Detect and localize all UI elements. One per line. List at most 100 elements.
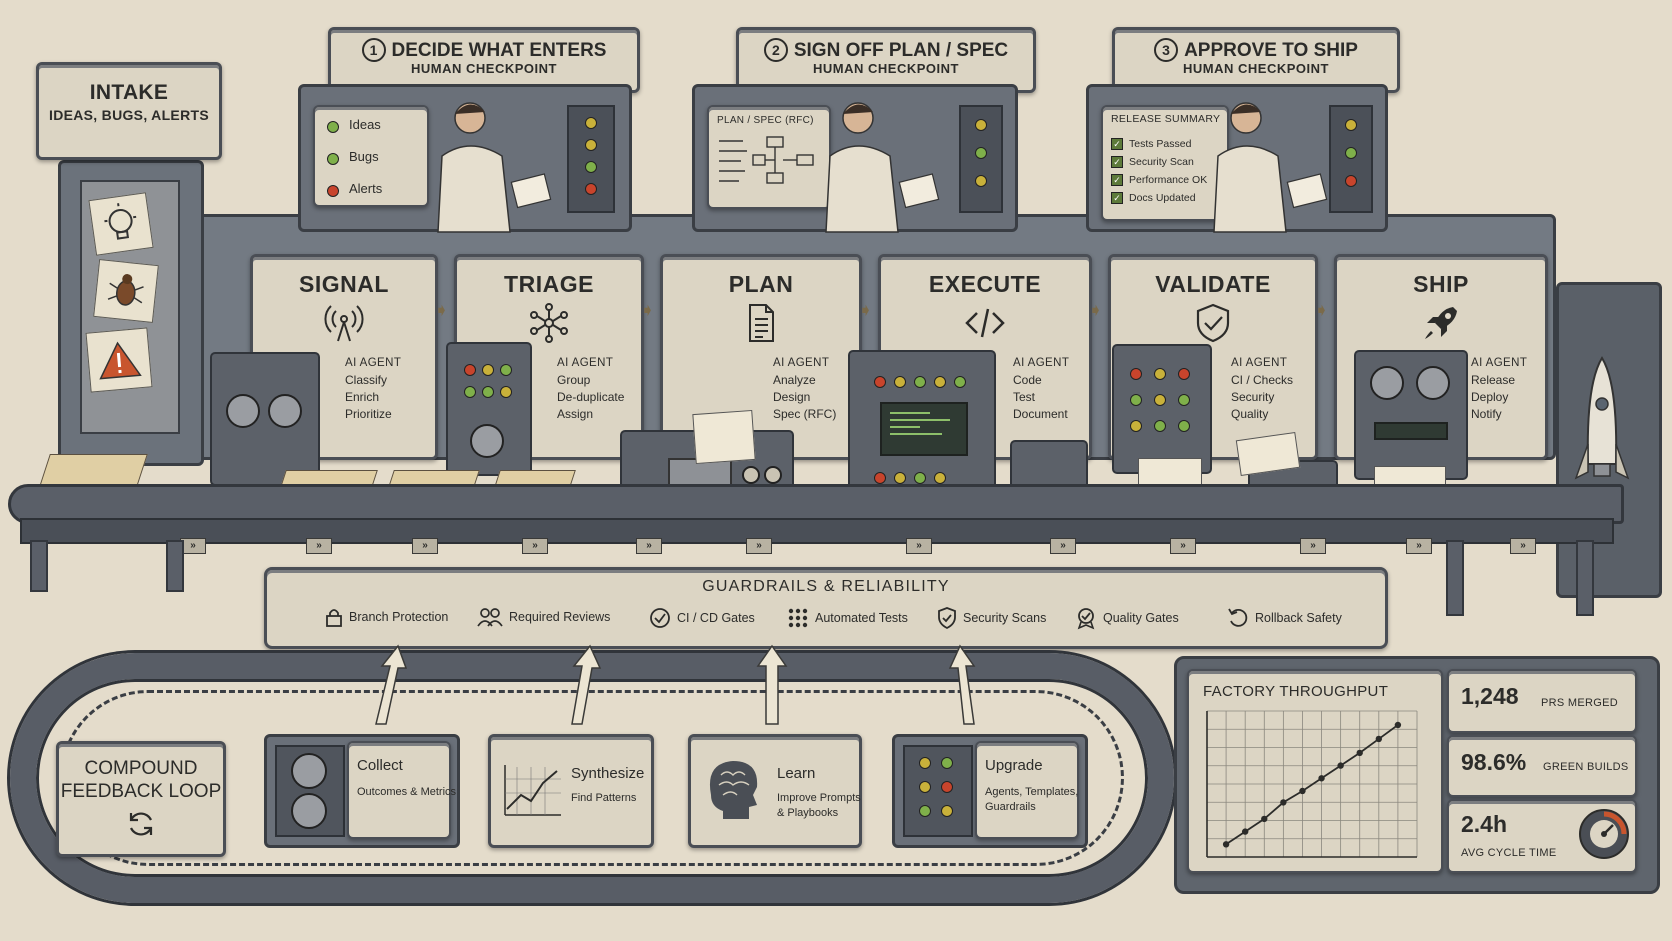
data-point bbox=[1299, 787, 1306, 795]
throughput-board: FACTORY THROUGHPUT 1,248 PRS MERGED 98.6… bbox=[1174, 656, 1660, 894]
release-item: Docs Updated bbox=[1129, 192, 1196, 204]
conveyor-chevron-icon: » bbox=[1300, 538, 1326, 554]
feedback-step-title: Upgrade bbox=[985, 757, 1043, 774]
stage-task: Analyze bbox=[773, 373, 816, 387]
data-point bbox=[1222, 841, 1230, 848]
operator-2 bbox=[825, 102, 940, 233]
stat-green-builds: 98.6% GREEN BUILDS bbox=[1447, 735, 1637, 797]
operator-1 bbox=[437, 102, 552, 233]
stage-agent-label: AI AGENT bbox=[557, 357, 614, 369]
stage-task: Spec (RFC) bbox=[773, 407, 837, 421]
stage-title: SHIP bbox=[1413, 271, 1469, 297]
stage-task: Enrich bbox=[345, 390, 380, 404]
stage-task: De-duplicate bbox=[557, 390, 625, 404]
feedback-step-title: Learn bbox=[777, 765, 816, 782]
operator-3 bbox=[1213, 102, 1328, 233]
conveyor-chevron-icon: » bbox=[1406, 538, 1432, 554]
conveyor-chevron-icon: » bbox=[906, 538, 932, 554]
checkpoint-number: 1 bbox=[361, 38, 386, 62]
flowchart-icon bbox=[719, 136, 814, 184]
checkpoint-title: APPROVE TO SHIP bbox=[1184, 40, 1358, 61]
series-line bbox=[1225, 724, 1399, 846]
warning-icon bbox=[99, 341, 142, 380]
guardrail-rollback-safety: Rollback Safety bbox=[1227, 607, 1342, 629]
conveyor-leg bbox=[166, 540, 184, 592]
feedback-synthesize: Synthesize Find Patterns bbox=[488, 734, 654, 848]
people-icon bbox=[477, 608, 503, 627]
checkpoint-number: 3 bbox=[1154, 38, 1179, 62]
guardrail-label: CI / CD Gates bbox=[677, 611, 755, 625]
stage-task: Notify bbox=[1471, 407, 1502, 421]
guardrail-branch-protection: Branch Protection bbox=[325, 607, 448, 627]
conveyor-leg bbox=[30, 540, 48, 592]
conveyor-chevron-icon: » bbox=[522, 538, 548, 554]
guardrail-label: Automated Tests bbox=[815, 611, 908, 625]
conveyor-base bbox=[20, 518, 1614, 544]
check-icon: ✓ bbox=[1111, 156, 1123, 168]
data-point bbox=[1241, 828, 1249, 835]
bug-icon bbox=[107, 274, 144, 306]
stage-arrow-icon: ➧ bbox=[640, 300, 656, 320]
checkpoint-subtitle: HUMAN CHECKPOINT bbox=[813, 61, 959, 76]
stage-title: SIGNAL bbox=[299, 271, 389, 297]
stat-cycle-time: 2.4h AVG CYCLE TIME bbox=[1447, 799, 1637, 873]
stage-signal: SIGNAL AI AGENT Classify Enrich Prioriti… bbox=[250, 254, 438, 460]
badge-check-icon bbox=[1077, 608, 1095, 630]
stage-title: TRIAGE bbox=[504, 271, 594, 297]
data-point bbox=[1337, 762, 1344, 769]
stage-task: Deploy bbox=[1471, 390, 1509, 404]
stage-title: PLAN bbox=[728, 271, 794, 297]
feedback-up-arrows bbox=[375, 644, 976, 725]
stage-task: CI / Checks bbox=[1231, 373, 1294, 387]
triage-machine bbox=[446, 342, 532, 476]
stage-task: Document bbox=[1013, 407, 1068, 421]
guardrail-security-scans: Security Scans bbox=[937, 607, 1046, 630]
rocket-icon bbox=[1425, 307, 1457, 339]
checkpoint-subtitle: HUMAN CHECKPOINT bbox=[1183, 61, 1329, 76]
checkpoint-subtitle: HUMAN CHECKPOINT bbox=[411, 61, 557, 76]
feedback-step-sub: Find Patterns bbox=[571, 792, 637, 804]
data-point bbox=[1261, 815, 1268, 823]
validate-machine bbox=[1112, 344, 1212, 474]
stage-agent-label: AI AGENT bbox=[1471, 357, 1528, 369]
stat-value: 98.6% bbox=[1461, 749, 1527, 775]
conveyor-chevron-icon: » bbox=[1170, 538, 1196, 554]
control-column bbox=[959, 105, 1003, 213]
stat-value: 2.4h bbox=[1461, 811, 1508, 837]
alert-card bbox=[85, 327, 153, 393]
bug-card bbox=[93, 259, 159, 323]
stat-label: AVG CYCLE TIME bbox=[1461, 847, 1557, 859]
conveyor-chevron-icon: » bbox=[1050, 538, 1076, 554]
data-point bbox=[1394, 721, 1402, 729]
feedback-step-sub: & Playbooks bbox=[777, 807, 839, 819]
stage-arrow-icon: ➧ bbox=[1314, 300, 1330, 320]
checkpoint-title: SIGN OFF PLAN / SPEC bbox=[793, 40, 1009, 61]
data-point bbox=[1356, 749, 1363, 757]
check-icon: ✓ bbox=[1111, 192, 1123, 204]
release-summary-title: RELEASE SUMMARY bbox=[1111, 113, 1221, 125]
bugs-label: Bugs bbox=[349, 149, 379, 164]
ideas-label: Ideas bbox=[349, 117, 381, 132]
conveyor-chevron-icon: » bbox=[746, 538, 772, 554]
guardrails-title: GUARDRAILS & RELIABILITY bbox=[702, 578, 950, 595]
stat-label: PRS MERGED bbox=[1541, 697, 1618, 709]
conveyor-chevron-icon: » bbox=[1510, 538, 1536, 554]
data-point bbox=[1318, 775, 1325, 782]
lightbulb-icon bbox=[104, 203, 137, 240]
conveyor-chevron-icon: » bbox=[412, 538, 438, 554]
stat-label: GREEN BUILDS bbox=[1543, 761, 1629, 773]
stage-task: Design bbox=[773, 390, 811, 404]
feedback-collect: Collect Outcomes & Metrics bbox=[264, 734, 460, 848]
rocket-icon bbox=[1574, 356, 1630, 480]
release-item: Tests Passed bbox=[1129, 138, 1192, 150]
check-icon: ✓ bbox=[1111, 138, 1123, 150]
guardrail-label: Rollback Safety bbox=[1255, 611, 1342, 625]
conveyor-leg bbox=[1576, 540, 1594, 616]
feedback-step-sub: Agents, Templates, bbox=[985, 786, 1079, 798]
stage-task: Classify bbox=[345, 373, 388, 387]
guardrail-label: Quality Gates bbox=[1103, 611, 1179, 625]
stage-arrow-icon: ➧ bbox=[1088, 300, 1104, 320]
bugs-led bbox=[327, 153, 339, 165]
stage-agent-label: AI AGENT bbox=[773, 357, 830, 369]
conveyor-chevron-icon: » bbox=[306, 538, 332, 554]
